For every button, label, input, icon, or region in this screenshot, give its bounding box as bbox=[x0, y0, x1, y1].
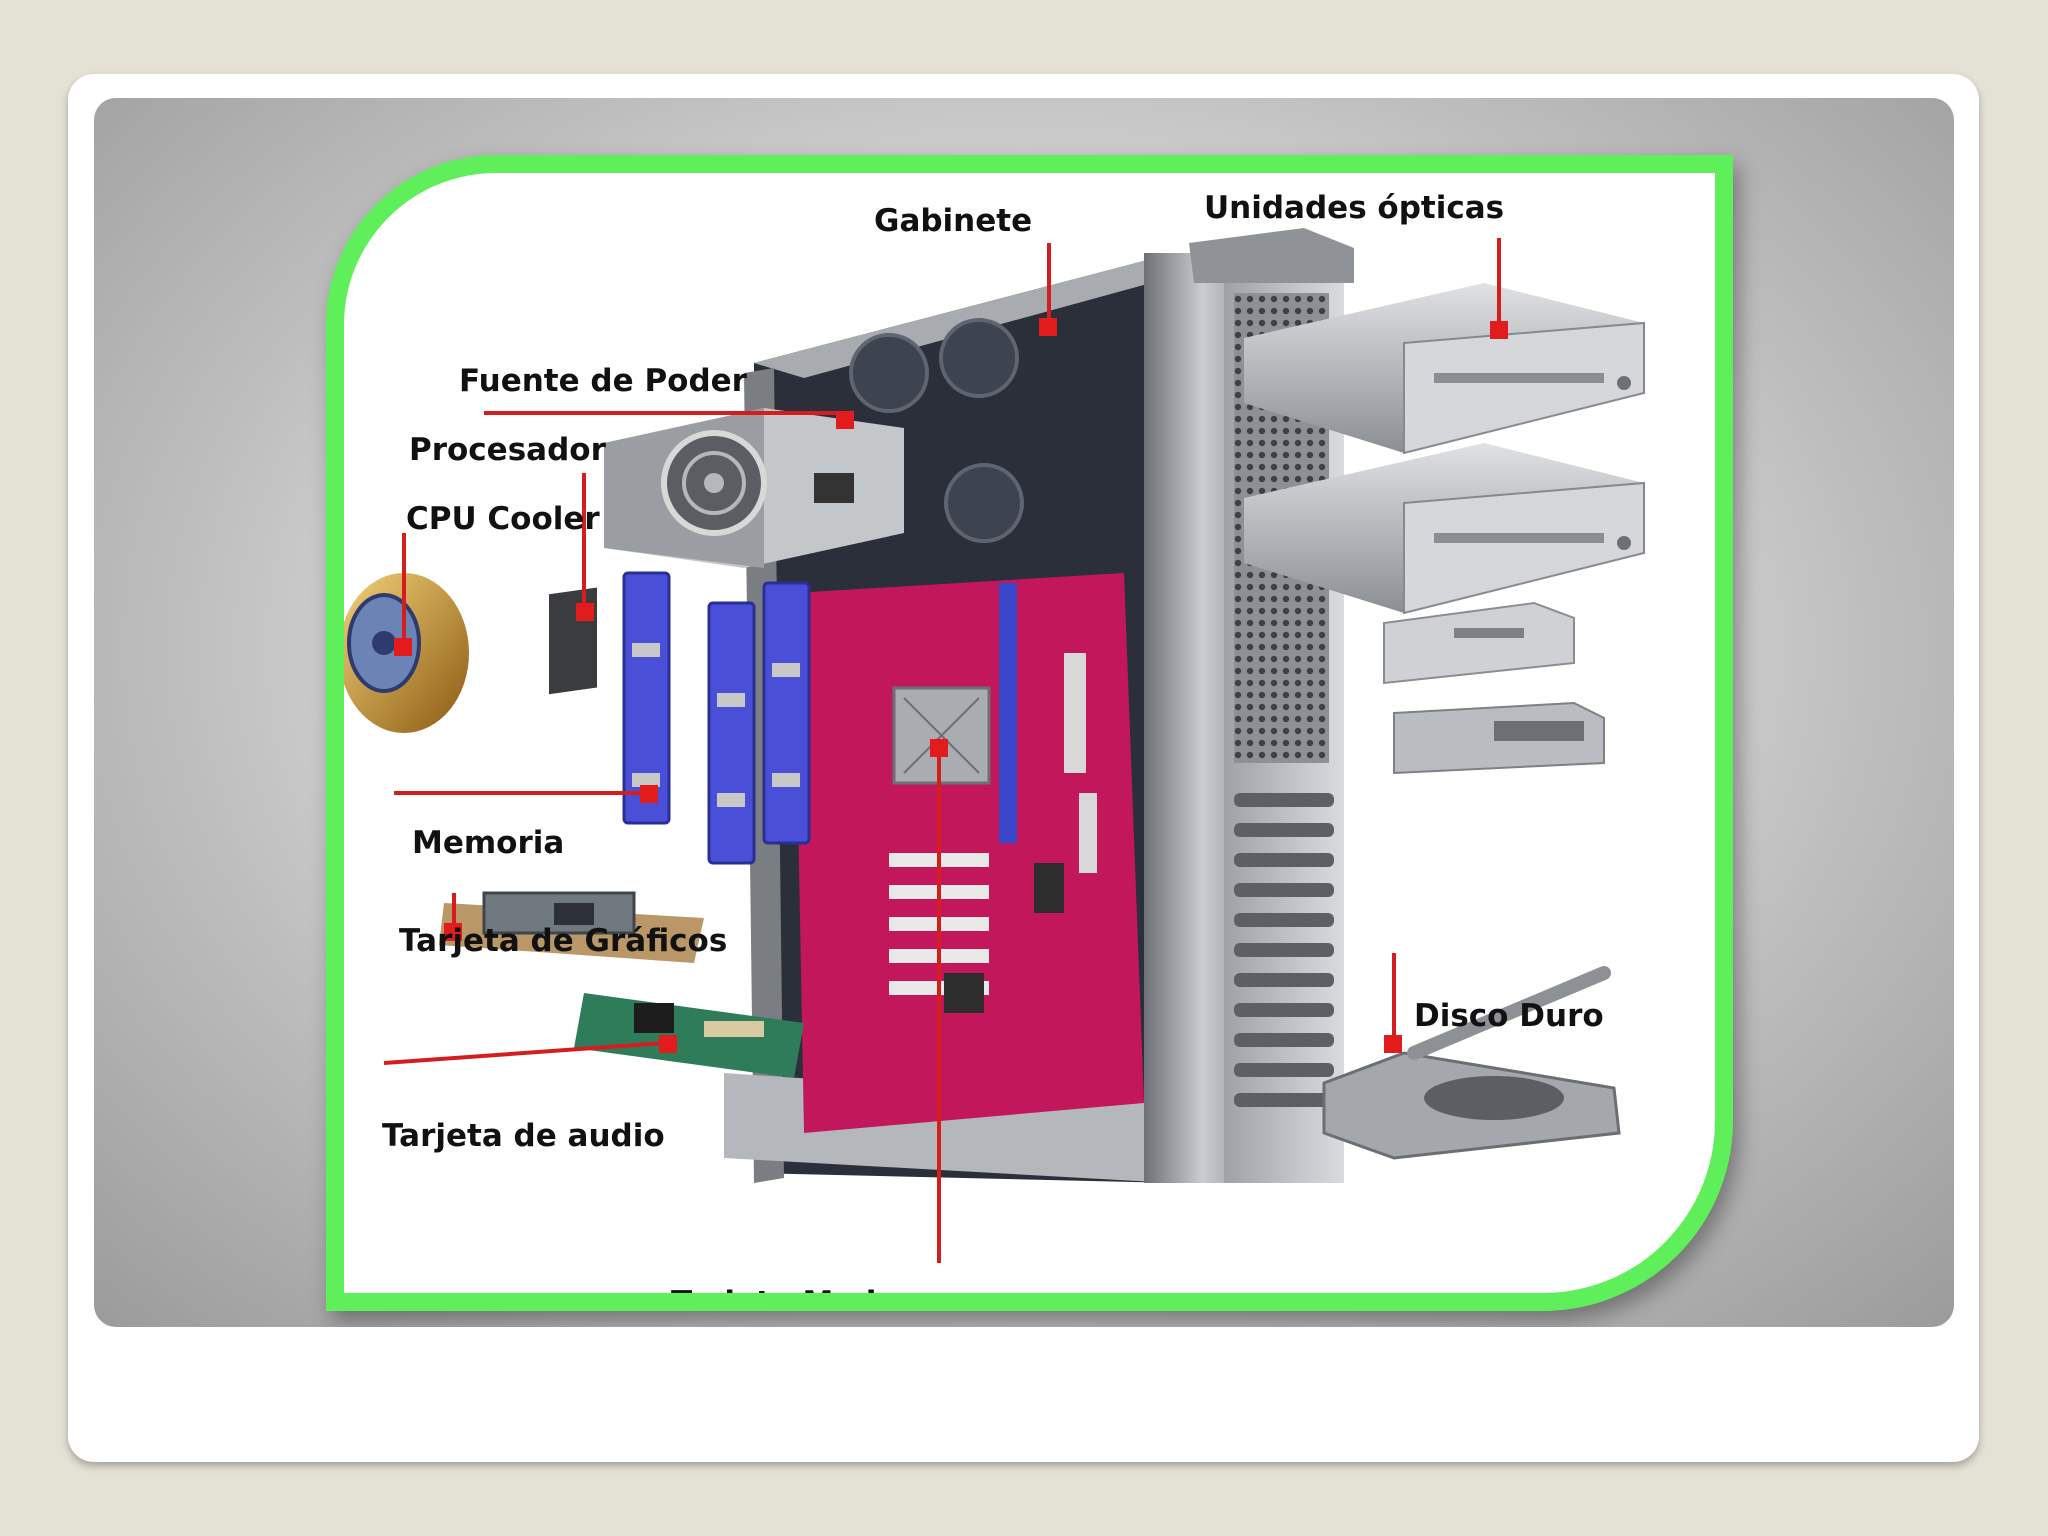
label-memoria: Memoria bbox=[412, 825, 564, 861]
label-disco-duro: Disco Duro bbox=[1414, 998, 1604, 1034]
label-gabinete: Gabinete bbox=[874, 203, 1032, 239]
card-reader-drive bbox=[1384, 603, 1574, 683]
label-procesador: Procesador bbox=[409, 432, 607, 468]
label-tarjeta-de-graficos: Tarjeta de Gráficos bbox=[399, 923, 727, 959]
picture-panel: Gabinete Unidades ópticas Fuente de Pode… bbox=[94, 98, 1954, 1327]
pc-components-illustration: Gabinete Unidades ópticas Fuente de Pode… bbox=[344, 173, 1715, 1293]
motherboard bbox=[794, 573, 1144, 1133]
label-cpu-cooler: CPU Cooler bbox=[406, 501, 600, 537]
diagram-frame: Gabinete Unidades ópticas Fuente de Pode… bbox=[326, 155, 1733, 1311]
label-tarjeta-de-audio: Tarjeta de audio bbox=[382, 1118, 665, 1154]
label-fuente-de-poder: Fuente de Poder bbox=[459, 363, 748, 399]
memory-modules bbox=[624, 573, 809, 863]
slide: Gabinete Unidades ópticas Fuente de Pode… bbox=[68, 74, 1979, 1462]
label-unidades-opticas: Unidades ópticas bbox=[1204, 190, 1504, 226]
label-tarjeta-madre: Tarjeta Madre bbox=[671, 1285, 913, 1293]
floppy-drive bbox=[1394, 703, 1604, 773]
